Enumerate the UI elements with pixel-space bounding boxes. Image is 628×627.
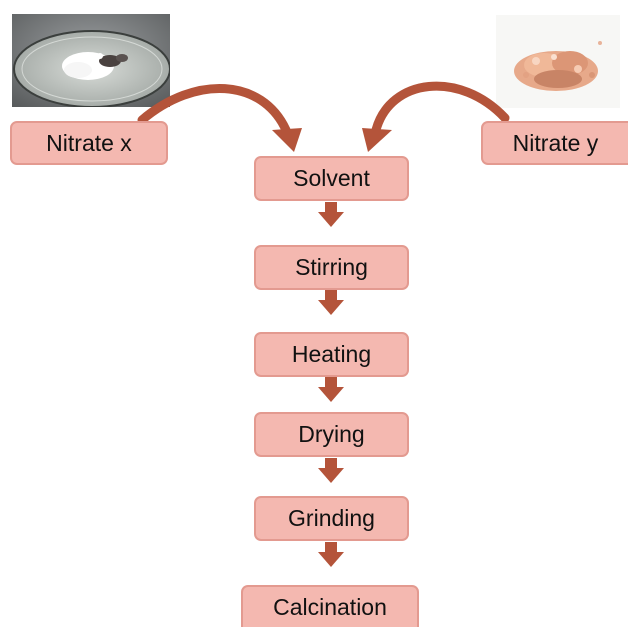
step-heating-box: Heating <box>254 332 409 377</box>
step-label: Calcination <box>273 594 387 621</box>
step-label: Solvent <box>293 165 370 192</box>
step-label: Heating <box>292 341 371 368</box>
down-arrow <box>318 377 344 402</box>
down-arrow <box>318 542 344 567</box>
down-arrow <box>318 458 344 483</box>
nitrate-x-label: Nitrate x <box>46 130 132 157</box>
step-grinding-box: Grinding <box>254 496 409 541</box>
down-arrow <box>318 202 344 227</box>
nitrate-y-box: Nitrate y <box>481 121 628 165</box>
step-label: Stirring <box>295 254 368 281</box>
nitrate-y-label: Nitrate y <box>513 130 599 157</box>
step-stirring-box: Stirring <box>254 245 409 290</box>
step-label: Drying <box>298 421 364 448</box>
step-calcination-box: Calcination <box>241 585 419 627</box>
down-arrow <box>318 290 344 315</box>
step-label: Grinding <box>288 505 375 532</box>
step-solvent-box: Solvent <box>254 156 409 201</box>
nitrate-x-box: Nitrate x <box>10 121 168 165</box>
step-drying-box: Drying <box>254 412 409 457</box>
